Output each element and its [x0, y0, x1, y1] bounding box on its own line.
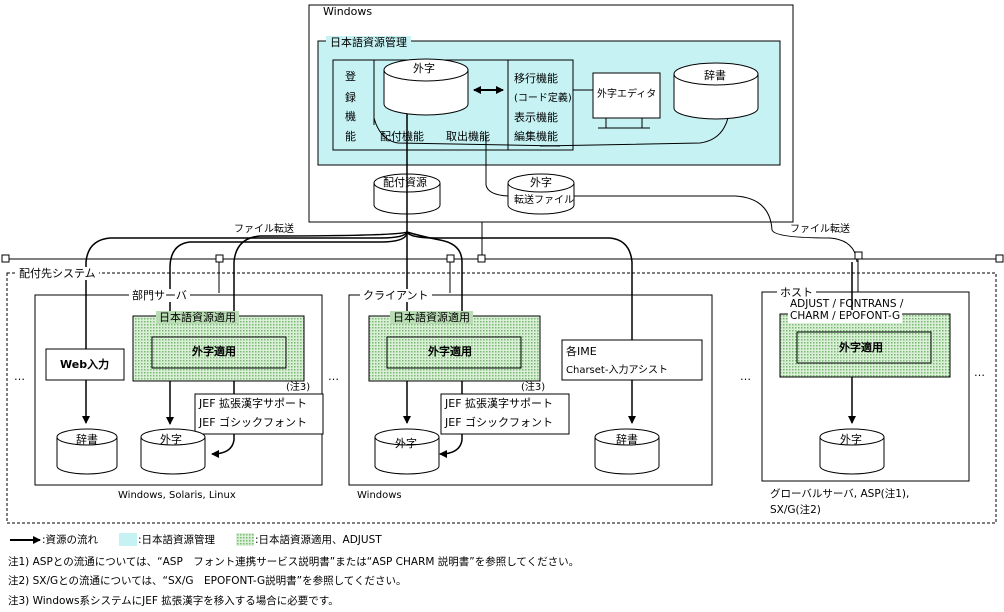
- client-title: クライアント: [360, 289, 432, 302]
- transfer-file-cylinder: [507, 173, 575, 215]
- host-gaiji-cylinder: [819, 428, 885, 475]
- ellipsis-3: …: [740, 370, 751, 383]
- extract-function: 取出機能: [446, 130, 490, 143]
- dept-os-label: Windows, Solaris, Linux: [118, 490, 236, 501]
- windows-title: Windows: [323, 5, 373, 18]
- client-os-label: Windows: [357, 490, 402, 501]
- display-function: 表示機能: [514, 111, 558, 124]
- register-char-3: 機: [345, 110, 356, 123]
- note-3: 注3) Windows系システムにJEF 拡張漢字を移入する場合に必要です。: [8, 595, 339, 607]
- dept-dict-cylinder: [56, 428, 118, 475]
- dept-jef-gothic: JEF ゴシックフォント: [199, 416, 308, 429]
- gaiji-db-cylinder: [383, 58, 469, 116]
- file-transfer-left: ファイル転送: [234, 224, 294, 235]
- host-gaiji-apply: 外字適用: [839, 341, 883, 354]
- client-note-ref: (注3): [521, 382, 546, 393]
- edit-function: 編集機能: [514, 130, 558, 143]
- client-dict-cylinder: [594, 428, 660, 475]
- client-jef-gothic: JEF ゴシックフォント: [445, 416, 554, 429]
- dept-note-ref: (注3): [286, 382, 311, 393]
- host-box: [761, 291, 970, 482]
- ellipsis-4: …: [974, 366, 985, 379]
- dept-apply-title: 日本語資源適用: [156, 311, 239, 324]
- migrate-function: 移行機能: [514, 72, 558, 85]
- ellipsis-1: …: [14, 370, 25, 383]
- legend-flow-label: :資源の流れ: [42, 534, 99, 546]
- client-charset-assist: Charset-入力アシスト: [566, 365, 669, 376]
- mgmt-gaiji-label: 外字: [413, 62, 435, 75]
- editor-box: [592, 72, 661, 119]
- host-products-1: ADJUST / FONTRANS /: [790, 298, 904, 310]
- distribution-target-box: [6, 272, 997, 524]
- client-apply-title: 日本語資源適用: [390, 311, 473, 324]
- dict-db-cylinder: [673, 62, 759, 120]
- function-group-box: [332, 59, 574, 151]
- dept-gaiji-apply: 外字適用: [192, 345, 236, 358]
- dept-gaiji-label: 外字: [160, 433, 182, 446]
- mgmt-dict-label: 辞書: [704, 69, 726, 82]
- transfer-gaiji-label: 外字: [530, 176, 552, 189]
- target-system-title: 配付先システム: [16, 267, 99, 280]
- client-gaiji-label: 外字: [395, 437, 417, 450]
- host-products-2: CHARM / EPOFONT-G: [788, 310, 903, 323]
- host-os-label-2: SX/G(注2): [770, 504, 821, 516]
- file-transfer-right: ファイル転送: [790, 224, 850, 235]
- web-input: Web入力: [60, 358, 110, 371]
- dept-server-title: 部門サーバ: [129, 289, 190, 302]
- client-ime: 各IME: [566, 345, 597, 358]
- gaiji-editor-label: 外字エディタ: [597, 89, 657, 100]
- distribute-function: 配付機能: [380, 130, 424, 143]
- transfer-file-label: 転送ファイル: [514, 195, 574, 206]
- host-os-label-1: グローバルサーバ, ASP(注1),: [770, 488, 910, 500]
- legend-apply-swatch: [236, 533, 254, 546]
- dept-dict-label: 辞書: [76, 433, 98, 446]
- legend-mgmt-label: :日本語資源管理: [138, 534, 216, 546]
- dist-resource-label: 配付資源: [383, 176, 427, 189]
- register-char-1: 登: [345, 70, 356, 83]
- client-box: [348, 294, 713, 486]
- ellipsis-2: …: [328, 370, 339, 383]
- legend-mgmt-swatch: [119, 533, 137, 546]
- client-gaiji-apply: 外字適用: [428, 345, 472, 358]
- host-title: ホスト: [777, 286, 816, 299]
- client-gaiji-cylinder: [374, 428, 440, 475]
- resource-mgmt-title: 日本語資源管理: [326, 36, 411, 49]
- note-1: 注1) ASPとの流通については、“ASP フォント連携サービス説明書”または“…: [8, 556, 580, 568]
- client-jef-support: JEF 拡張漢字サポート: [445, 397, 554, 410]
- dept-gaiji-cylinder: [140, 428, 206, 475]
- code-define: (コード定義): [514, 93, 572, 104]
- note-2: 注2) SX/Gとの流通については、“SX/G EPOFONT-G説明書”を参照…: [8, 575, 407, 587]
- host-gaiji-label: 外字: [840, 433, 862, 446]
- legend-apply-label: :日本語資源適用、ADJUST: [255, 534, 382, 546]
- dept-jef-support: JEF 拡張漢字サポート: [199, 397, 308, 410]
- register-char-4: 能: [345, 130, 356, 143]
- client-dict-label: 辞書: [616, 433, 638, 446]
- register-char-2: 録: [345, 91, 356, 104]
